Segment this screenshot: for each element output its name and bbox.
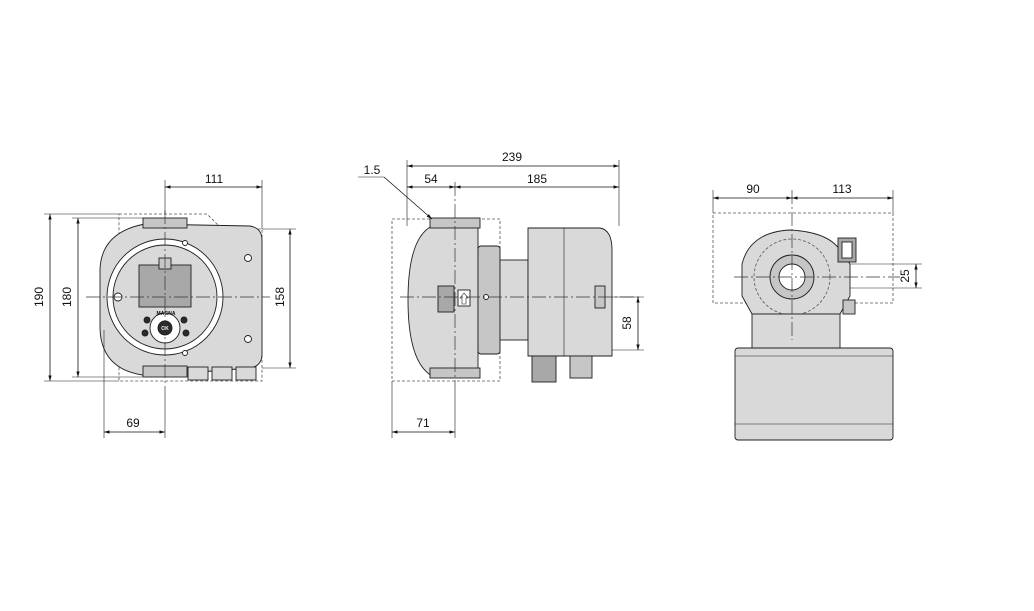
front-dim-69-label: 69 [126, 416, 140, 430]
side-flow-arrow-icon [457, 289, 471, 307]
side-dim-185-label: 185 [527, 172, 547, 186]
side-dim-1-5-label: 1.5 [364, 163, 381, 177]
side-dim-54-label: 54 [424, 172, 438, 186]
side-plug-1 [531, 355, 557, 383]
side-plug-2 [569, 355, 593, 379]
side-stator [499, 259, 529, 341]
front-dim-111-label: 111 [205, 172, 224, 186]
front-dim-180-label: 180 [60, 287, 74, 307]
side-dim-71-label: 71 [416, 416, 430, 430]
front-dim-190-label: 190 [32, 287, 46, 307]
side-dim-58-label: 58 [620, 316, 634, 330]
front-foot-3 [235, 366, 257, 381]
top-dim-113-label: 113 [832, 182, 851, 196]
top-connector-socket [841, 241, 853, 259]
side-dim-239-label: 239 [502, 150, 522, 164]
front-dim-158-label: 158 [273, 287, 287, 307]
front-screw-tr [244, 254, 252, 262]
side-view: 239 54 185 1.5 58 71 [358, 150, 644, 438]
front-foot-1 [187, 366, 209, 381]
front-back-button [143, 316, 151, 324]
front-brand-label: MAGNA [157, 311, 176, 317]
side-leader-1-5 [383, 176, 433, 220]
side-union-ring [477, 245, 501, 355]
side-inlet-port [437, 285, 455, 313]
front-view: OK MAGNA 111 190 180 158 [32, 172, 296, 438]
front-screw-bottom [182, 350, 188, 356]
top-dim-25-label: 25 [898, 269, 912, 283]
front-screw-br [244, 335, 252, 343]
front-screw-top [182, 240, 188, 246]
side-flow-arrow-glyph [459, 292, 469, 305]
front-foot-2 [211, 366, 233, 381]
top-motor-box [734, 347, 894, 441]
top-side-plug [842, 299, 856, 315]
top-neck [751, 313, 841, 349]
top-view: 90 113 25 [712, 182, 922, 441]
top-dim-90-label: 90 [746, 182, 760, 196]
front-right-button [182, 329, 190, 337]
front-left-button [141, 329, 149, 337]
front-envelope [118, 213, 263, 382]
side-control-box [527, 227, 613, 357]
front-home-button [180, 316, 188, 324]
